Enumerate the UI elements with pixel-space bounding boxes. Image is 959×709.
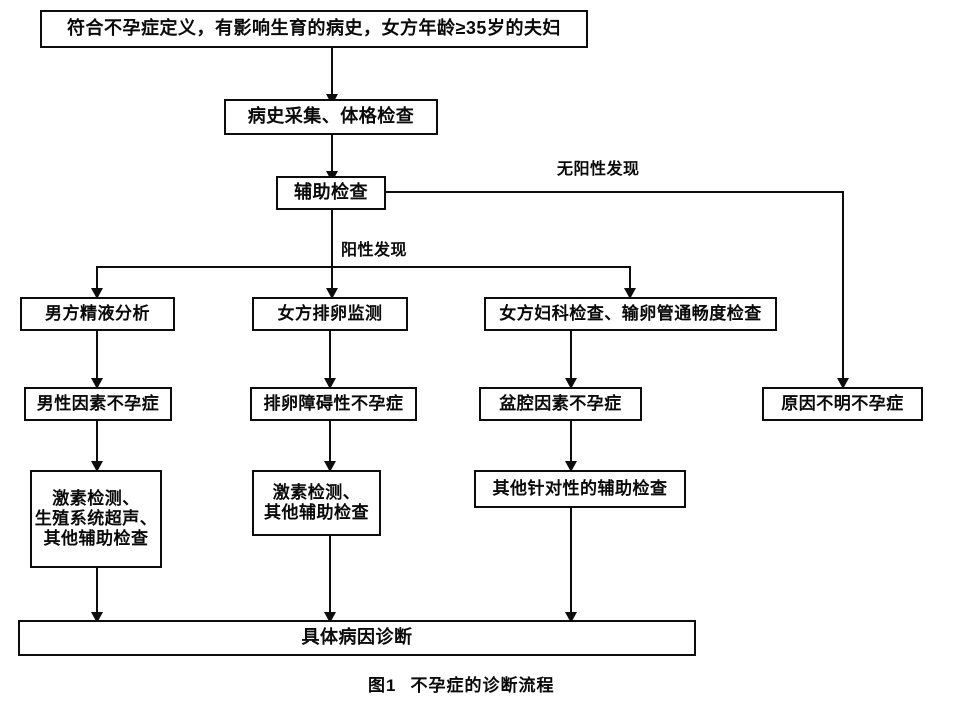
node-start-label: 符合不孕症定义，有影响生育的病史，女方年龄≥35岁的夫妇 [67, 18, 561, 39]
node-female-ovulation-monitoring: 女方排卵监测 [252, 297, 408, 331]
edge-auxiliary-to-unexplained-horizontal [386, 191, 844, 193]
edge-pelvic-factor-to-pelvic-tests [570, 421, 572, 466]
arrowhead-to-male-factor [91, 378, 103, 389]
node-ovulation-followup-tests-line2: 其他辅助检查 [264, 503, 369, 522]
edge-ovulation-disorder-to-ovulation-tests [329, 421, 331, 466]
edge-fanout-left-drop [96, 266, 98, 293]
node-pelvic-followup-tests: 其他针对性的辅助检查 [474, 470, 686, 508]
edge-fanout-bus [96, 266, 631, 268]
node-final-diagnosis: 具体病因诊断 [18, 620, 696, 656]
node-auxiliary-exam: 辅助检查 [276, 176, 386, 210]
arrowhead-to-ovulation-tests [324, 461, 336, 472]
figure-caption-number: 图1 [368, 676, 397, 695]
arrowhead-to-unexplained [837, 378, 849, 389]
arrowhead-to-ovulation-disorder [324, 378, 336, 389]
node-female-ovulation-monitoring-label: 女方排卵监测 [277, 303, 383, 323]
node-female-gyn-exam-label: 女方妇科检查、输卵管通畅度检查 [499, 303, 762, 323]
edge-auxiliary-to-unexplained-vertical [842, 191, 844, 383]
arrowhead-pelvic-to-final [565, 612, 577, 623]
edge-ovulation-tests-to-final [329, 536, 331, 623]
arrowhead-to-female-gyn [624, 288, 636, 299]
arrowhead-ovulation-to-final [324, 612, 336, 623]
node-female-gyn-exam: 女方妇科检查、输卵管通畅度检查 [484, 297, 777, 331]
edge-fanout-right-drop [629, 266, 631, 293]
edge-gyn-to-pelvic-factor [570, 331, 572, 383]
node-male-followup-tests-line1: 激素检测、 [52, 488, 140, 508]
node-history-collection: 病史采集、体格检查 [224, 99, 438, 135]
node-unexplained-infertility-label: 原因不明不孕症 [781, 393, 904, 413]
node-ovulation-disorder-infertility-label: 排卵障碍性不孕症 [263, 393, 404, 413]
node-male-factor-infertility-label: 男性因素不孕症 [36, 393, 160, 413]
edge-label-positive-finding: 阳性发现 [341, 242, 408, 259]
node-ovulation-followup-tests: 激素检测、 其他辅助检查 [252, 470, 381, 536]
node-pelvic-factor-infertility: 盆腔因素不孕症 [479, 387, 642, 421]
node-male-followup-tests: 激素检测、 生殖系统超声、 其他辅助检查 [30, 470, 162, 568]
edge-male-factor-to-male-tests [96, 421, 98, 466]
node-final-diagnosis-label: 具体病因诊断 [301, 627, 413, 648]
edge-ovulation-to-ovulation-disorder [329, 331, 331, 383]
arrowhead-to-male-tests [91, 461, 103, 472]
node-unexplained-infertility: 原因不明不孕症 [762, 387, 923, 421]
node-history-collection-label: 病史采集、体格检查 [247, 106, 415, 127]
edge-pelvic-tests-to-final [570, 508, 572, 623]
node-male-semen-analysis: 男方精液分析 [20, 297, 175, 331]
node-pelvic-followup-tests-label: 其他针对性的辅助检查 [492, 478, 668, 498]
edge-history-to-auxiliary [331, 135, 333, 177]
edge-male-semen-to-male-factor [96, 331, 98, 383]
node-ovulation-followup-tests-line1: 激素检测、 [272, 482, 361, 502]
node-male-semen-analysis-label: 男方精液分析 [45, 303, 150, 323]
arrowhead-male-to-final [91, 612, 103, 623]
arrowhead-to-female-ovulation [326, 288, 338, 299]
node-start: 符合不孕症定义，有影响生育的病史，女方年龄≥35岁的夫妇 [40, 10, 588, 48]
edge-male-tests-to-final [96, 568, 98, 623]
arrowhead-to-pelvic-factor [565, 378, 577, 389]
node-auxiliary-exam-label: 辅助检查 [294, 182, 368, 203]
node-pelvic-factor-infertility-label: 盆腔因素不孕症 [499, 393, 622, 413]
figure-caption-text: 不孕症的诊断流程 [410, 676, 555, 695]
node-ovulation-disorder-infertility: 排卵障碍性不孕症 [250, 387, 417, 421]
node-male-followup-tests-line2: 生殖系统超声、 [34, 508, 158, 528]
edge-label-negative-finding: 无阳性发现 [557, 161, 640, 178]
edge-start-to-history [331, 48, 333, 98]
arrowhead-to-pelvic-tests [565, 461, 577, 472]
figure-caption: 图1 不孕症的诊断流程 [368, 671, 554, 696]
arrowhead-to-male-semen [91, 288, 103, 299]
edge-auxiliary-trunk [331, 210, 333, 293]
node-male-factor-infertility: 男性因素不孕症 [24, 387, 172, 421]
node-male-followup-tests-line3: 其他辅助检查 [43, 529, 149, 549]
